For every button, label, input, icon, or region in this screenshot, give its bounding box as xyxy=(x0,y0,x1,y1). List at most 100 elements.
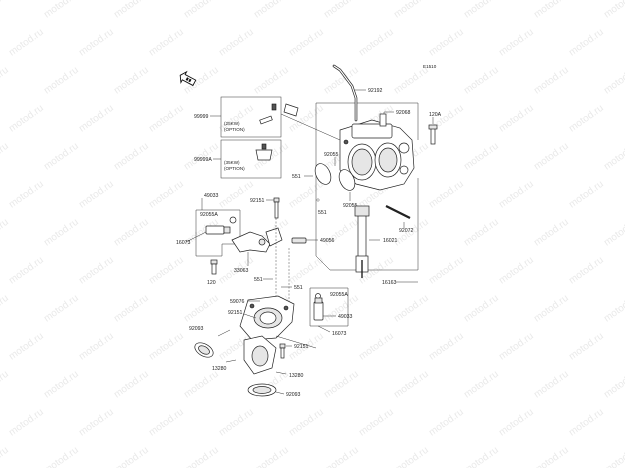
option-note-a: (OPTION) xyxy=(224,127,245,132)
label-92093-bottom: 92093 xyxy=(286,392,301,398)
watermark-text: motod.ru xyxy=(462,0,501,20)
watermark-text: motod.ru xyxy=(287,407,326,439)
label-551-c: 551 xyxy=(254,277,263,283)
watermark-text: motod.ru xyxy=(462,445,501,468)
watermark-text: motod.ru xyxy=(147,255,186,287)
watermark-text: motod.ru xyxy=(567,255,606,287)
watermark-text: motod.ru xyxy=(112,445,151,468)
sensor-49033-left xyxy=(205,216,237,235)
label-92055-top: 92055 xyxy=(324,152,339,158)
option-box-25kw xyxy=(220,96,282,138)
label-92055a-left: 92055A xyxy=(200,212,218,218)
watermark-text: motod.ru xyxy=(77,331,116,363)
watermark-text: motod.ru xyxy=(322,369,361,401)
label-16021: 16021 xyxy=(383,238,398,244)
cable-guide-rod xyxy=(332,64,358,122)
watermark-text: motod.ru xyxy=(497,27,536,59)
watermark-text: motod.ru xyxy=(7,103,46,135)
front-arrow-icon xyxy=(179,70,197,87)
label-92093-top: 92093 xyxy=(189,326,204,332)
watermark-text: motod.ru xyxy=(532,65,571,97)
watermark-text: motod.ru xyxy=(77,27,116,59)
label-13280-left: 13280 xyxy=(212,366,227,372)
label-551-a: 551 xyxy=(292,174,301,180)
pin-92072 xyxy=(385,205,411,219)
label-59076: 59076 xyxy=(230,299,245,305)
watermark-text: motod.ru xyxy=(427,179,466,211)
watermark-text: motod.ru xyxy=(112,293,151,325)
watermark-text: motod.ru xyxy=(602,141,625,173)
watermark-text: motod.ru xyxy=(42,293,81,325)
watermark-text: motod.ru xyxy=(252,0,291,20)
option-35kw: (35KW) xyxy=(224,160,240,165)
watermark-text: motod.ru xyxy=(497,407,536,439)
watermark-text: motod.ru xyxy=(217,27,256,59)
label-49056: 49056 xyxy=(320,238,335,244)
watermark-text: motod.ru xyxy=(567,179,606,211)
watermark-text: motod.ru xyxy=(77,255,116,287)
watermark-text: motod.ru xyxy=(427,407,466,439)
watermark-text: motod.ru xyxy=(147,407,186,439)
watermark-text: motod.ru xyxy=(602,369,625,401)
option-25kw: (25KW) xyxy=(224,121,240,126)
watermark-text: motod.ru xyxy=(42,445,81,468)
diagram-code: E1510 xyxy=(423,64,437,69)
watermark-text: motod.ru xyxy=(42,141,81,173)
watermark-text: motod.ru xyxy=(322,0,361,20)
watermark-text: motod.ru xyxy=(252,65,291,97)
watermark-text: motod.ru xyxy=(532,445,571,468)
watermark-text: motod.ru xyxy=(0,0,11,20)
watermark-text: motod.ru xyxy=(532,293,571,325)
watermark-text: motod.ru xyxy=(567,27,606,59)
watermark-text: motod.ru xyxy=(77,179,116,211)
watermark-text: motod.ru xyxy=(392,369,431,401)
watermark-text: motod.ru xyxy=(0,65,11,97)
bolt-92151-bottom xyxy=(279,343,286,359)
label-120a: 120A xyxy=(429,112,442,118)
watermark-text: motod.ru xyxy=(322,445,361,468)
watermark-text: motod.ru xyxy=(77,103,116,135)
watermark-text: motod.ru xyxy=(497,179,536,211)
watermark-text: motod.ru xyxy=(42,217,81,249)
label-92055a-right: 92055A xyxy=(330,292,348,298)
watermark-text: motod.ru xyxy=(112,141,151,173)
sensor-group-box-right xyxy=(309,287,349,327)
watermark-text: motod.ru xyxy=(7,179,46,211)
watermark-text: motod.ru xyxy=(532,141,571,173)
throttle-body-group-box xyxy=(315,102,419,271)
watermark-text: motod.ru xyxy=(602,217,625,249)
clamp-92093-bottom xyxy=(247,383,277,397)
label-16163: 16163 xyxy=(382,280,397,286)
watermark-text: motod.ru xyxy=(602,0,625,20)
watermark-text: motod.ru xyxy=(112,217,151,249)
label-92055-bottom: 92055 xyxy=(343,203,358,209)
watermark-text: motod.ru xyxy=(427,27,466,59)
watermark-text: motod.ru xyxy=(497,103,536,135)
watermark-text: motod.ru xyxy=(7,27,46,59)
watermark-text: motod.ru xyxy=(112,369,151,401)
watermark-text: motod.ru xyxy=(112,65,151,97)
injector-16021 xyxy=(354,205,370,278)
watermark-text: motod.ru xyxy=(147,331,186,363)
watermark-text: motod.ru xyxy=(0,445,11,468)
watermark-text: motod.ru xyxy=(392,293,431,325)
watermark-text: motod.ru xyxy=(112,0,151,20)
watermark-text: motod.ru xyxy=(77,407,116,439)
label-49033-left: 49033 xyxy=(204,193,219,199)
label-92151-bottom: 92151 xyxy=(294,344,309,350)
watermark-text: motod.ru xyxy=(392,0,431,20)
label-120: 120 xyxy=(207,280,216,286)
intake-holder-59076 xyxy=(239,295,295,341)
intake-duct-13280 xyxy=(243,335,277,375)
label-49033-right: 49033 xyxy=(338,314,353,320)
screw-120 xyxy=(210,259,218,275)
label-99999: 99999 xyxy=(194,114,209,120)
watermark-text: motod.ru xyxy=(147,103,186,135)
watermark-text: motod.ru xyxy=(532,0,571,20)
watermark-text: motod.ru xyxy=(462,293,501,325)
watermark-text: motod.ru xyxy=(0,293,11,325)
label-16073-left: 16073 xyxy=(176,240,191,246)
watermark-text: motod.ru xyxy=(602,445,625,468)
label-92192: 92192 xyxy=(368,88,383,94)
